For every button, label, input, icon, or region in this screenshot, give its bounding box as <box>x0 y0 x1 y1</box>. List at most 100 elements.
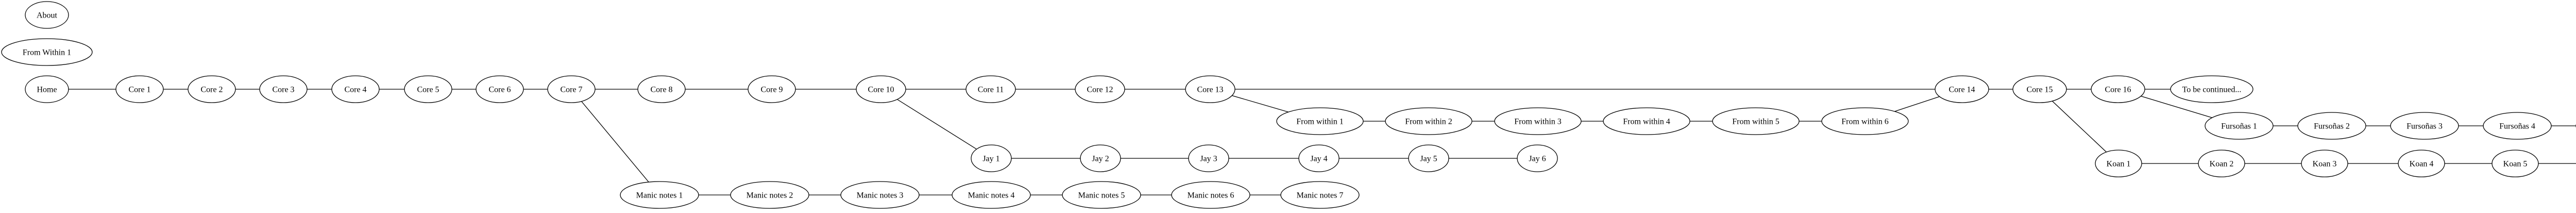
node-ellipse-core-8 <box>637 75 686 103</box>
node-label-core-6: Core 6 <box>488 85 511 94</box>
node-ellipse-jay-4 <box>1298 144 1340 172</box>
node-koan-3: Koan 3 <box>2301 150 2348 177</box>
node-label-core-9: Core 9 <box>760 85 783 94</box>
node-ellipse-core-10 <box>856 75 906 103</box>
node-label-fursonas-4: Fursoñas 4 <box>2499 122 2535 130</box>
node-label-koan-5: Koan 5 <box>2503 159 2528 168</box>
node-fursonas-2: Fursoñas 2 <box>2297 112 2366 140</box>
edge-core-10--jay-1 <box>880 89 992 159</box>
node-core-13: Core 13 <box>1185 75 1235 103</box>
node-from-within-4: From within 4 <box>1603 107 1690 135</box>
node-label-to-be-continued: To be continued... <box>2182 85 2242 94</box>
node-manic-notes-2: Manic notes 2 <box>730 181 809 209</box>
node-label-core-3: Core 3 <box>272 85 294 94</box>
node-label-koan-4: Koan 4 <box>2410 159 2434 168</box>
node-from-within-3: From within 3 <box>1494 107 1582 135</box>
node-ellipse-from-within-3 <box>1494 107 1582 135</box>
node-core-4: Core 4 <box>331 75 380 103</box>
node-ellipse-about <box>25 1 69 29</box>
node-ellipse-from-within-4 <box>1603 107 1690 135</box>
node-label-core-2: Core 2 <box>200 85 223 94</box>
node-core-8: Core 8 <box>637 75 686 103</box>
node-core-7: Core 7 <box>547 75 596 103</box>
node-label-from-within-6: From within 6 <box>1841 117 1889 126</box>
node-ellipse-core-15 <box>2012 75 2067 103</box>
node-ellipse-core-4 <box>331 75 380 103</box>
node-ellipse-koan-5 <box>2492 150 2539 177</box>
node-ellipse-jay-1 <box>971 144 1012 172</box>
node-label-about: About <box>37 11 58 20</box>
node-manic-notes-5: Manic notes 5 <box>1062 181 1141 209</box>
node-label-manic-notes-7: Manic notes 7 <box>1297 191 1344 200</box>
node-ellipse-jay-3 <box>1188 144 1229 172</box>
node-ellipse-manic-notes-5 <box>1062 181 1141 209</box>
node-label-from-within-3: From within 3 <box>1514 117 1562 126</box>
edge-core-7--manic-notes-1 <box>571 89 660 195</box>
node-label-from-within-1: From within 1 <box>1296 117 1344 126</box>
node-fursonas-3: Fursoñas 3 <box>2390 112 2459 140</box>
node-ellipse-manic-notes-1 <box>620 181 699 209</box>
node-label-core-11: Core 11 <box>978 85 1004 94</box>
node-label-core-15: Core 15 <box>2026 85 2053 94</box>
node-label-jay-4: Jay 4 <box>1310 154 1327 163</box>
node-koan-2: Koan 2 <box>2198 150 2245 177</box>
node-ellipse-from-within-1 <box>1276 107 1364 135</box>
node-label-fursonas-1: Fursoñas 1 <box>2221 122 2257 130</box>
node-label-home: Home <box>37 85 57 94</box>
node-label-koan-2: Koan 2 <box>2210 159 2234 168</box>
node-fursonas-4: Fursoñas 4 <box>2483 112 2552 140</box>
node-ellipse-from-within-1-upper <box>1 38 93 66</box>
node-ellipse-fursonas-1 <box>2205 112 2274 140</box>
node-label-fursonas-3: Fursoñas 3 <box>2406 122 2443 130</box>
node-label-core-12: Core 12 <box>1087 85 1113 94</box>
node-ellipse-manic-notes-7 <box>1280 181 1360 209</box>
node-label-core-8: Core 8 <box>650 85 672 94</box>
node-core-12: Core 12 <box>1075 75 1125 103</box>
node-ellipse-to-be-continued <box>2170 75 2253 103</box>
node-manic-notes-3: Manic notes 3 <box>840 181 920 209</box>
node-ellipse-core-5 <box>404 75 452 103</box>
node-label-core-5: Core 5 <box>417 85 439 94</box>
node-koan-1: Koan 1 <box>2095 150 2142 177</box>
node-ellipse-core-1 <box>115 75 164 103</box>
node-label-manic-notes-4: Manic notes 4 <box>968 191 1015 200</box>
node-ellipse-from-within-5 <box>1712 107 1800 135</box>
node-ellipse-core-7 <box>547 75 596 103</box>
node-manic-notes-6: Manic notes 6 <box>1171 181 1250 209</box>
node-label-from-within-4: From within 4 <box>1623 117 1670 126</box>
node-manic-notes-4: Manic notes 4 <box>952 181 1031 209</box>
node-core-10: Core 10 <box>856 75 906 103</box>
node-label-jay-1: Jay 1 <box>982 154 999 163</box>
node-label-core-14: Core 14 <box>1948 85 1975 94</box>
node-label-jay-2: Jay 2 <box>1092 154 1109 163</box>
node-ellipse-core-16 <box>2091 75 2145 103</box>
node-jay-2: Jay 2 <box>1080 144 1121 172</box>
node-ellipse-core-12 <box>1075 75 1125 103</box>
node-koan-4: Koan 4 <box>2398 150 2445 177</box>
node-core-1: Core 1 <box>115 75 164 103</box>
node-ellipse-jay-6 <box>1517 144 1558 172</box>
node-label-core-7: Core 7 <box>560 85 582 94</box>
node-label-koan-1: Koan 1 <box>2107 159 2131 168</box>
node-label-manic-notes-3: Manic notes 3 <box>857 191 904 200</box>
node-ellipse-fursonas-3 <box>2390 112 2459 140</box>
node-core-14: Core 14 <box>1935 75 1989 103</box>
node-jay-3: Jay 3 <box>1188 144 1229 172</box>
node-label-fursonas-2: Fursoñas 2 <box>2314 122 2350 130</box>
node-ellipse-jay-5 <box>1408 144 1449 172</box>
node-koan-5: Koan 5 <box>2492 150 2539 177</box>
node-jay-1: Jay 1 <box>971 144 1012 172</box>
node-ellipse-core-3 <box>259 75 308 103</box>
node-from-within-5: From within 5 <box>1712 107 1800 135</box>
node-jay-6: Jay 6 <box>1517 144 1558 172</box>
node-core-3: Core 3 <box>259 75 308 103</box>
node-ellipse-fursonas-4 <box>2483 112 2552 140</box>
node-ellipse-core-2 <box>188 75 236 103</box>
node-core-16: Core 16 <box>2091 75 2145 103</box>
node-label-core-4: Core 4 <box>344 85 366 94</box>
node-jay-5: Jay 5 <box>1408 144 1449 172</box>
node-fursonas-1: Fursoñas 1 <box>2205 112 2274 140</box>
node-ellipse-jay-2 <box>1080 144 1121 172</box>
node-manic-notes-1: Manic notes 1 <box>620 181 699 209</box>
